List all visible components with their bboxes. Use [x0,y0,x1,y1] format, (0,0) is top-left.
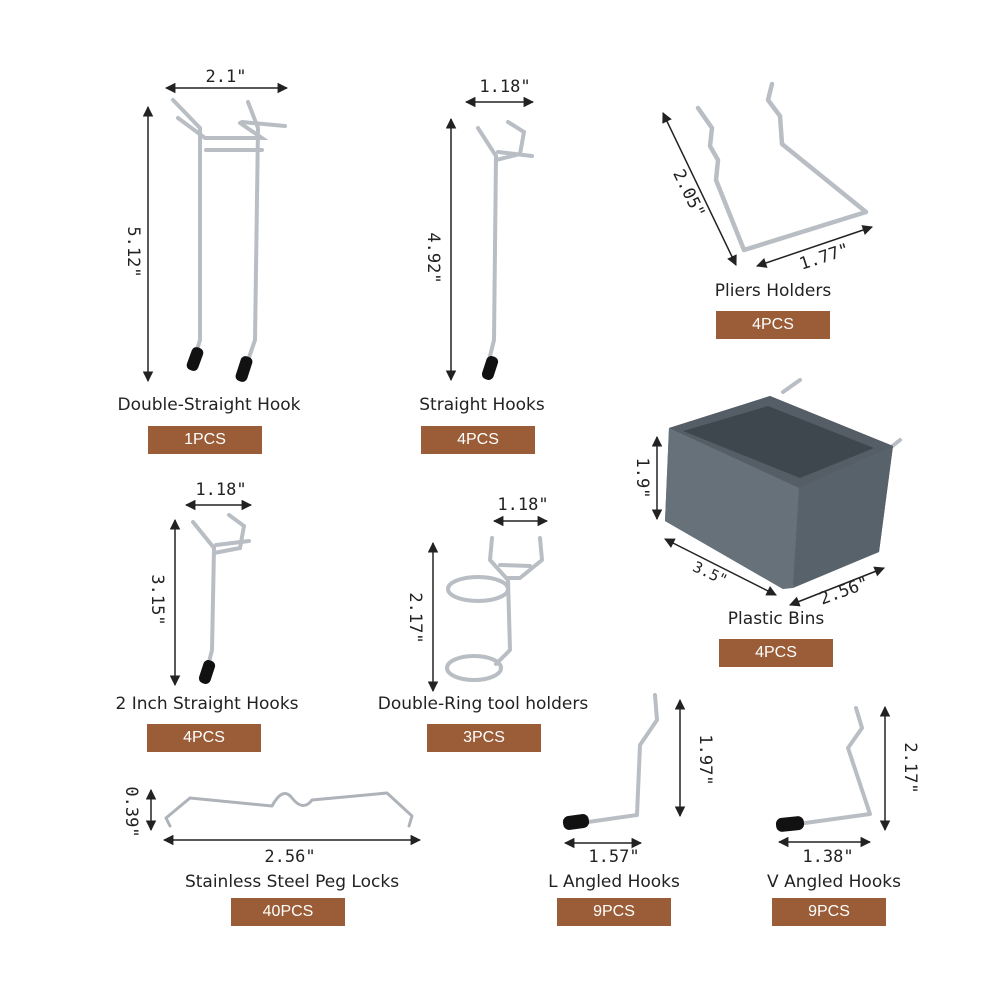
double-hook-width-label: 2.1" [206,67,247,87]
product-name-double-straight-hook: Double-Straight Hook [117,395,301,415]
v-angled-hook-tip [775,816,805,832]
ring-holder-width-label: 1.18" [497,495,548,515]
qty-badge-double-straight-hook: 1PCS [148,426,262,454]
straight-hook-height-label: 4.92" [423,232,443,283]
pliers-holder-height-arrow [662,112,737,266]
product-name-two-inch-hooks: 2 Inch Straight Hooks [115,694,299,714]
v-hook-height-label: 2.17" [900,742,920,793]
product-name-peg-locks: Stainless Steel Peg Locks [184,872,400,892]
qty-badge-straight-hooks: 4PCS [421,426,535,454]
v-hook-width-label: 1.38" [802,847,853,867]
qty-badge-v-angled-hooks: 9PCS [772,898,886,926]
qty-badge-peg-locks: 40PCS [231,898,345,926]
ring-holder-height-label: 2.17" [405,592,425,643]
l-angled-hook-tip [562,814,590,830]
product-name-l-angled-hooks: L Angled Hooks [548,872,680,892]
qty-badge-two-inch-hooks: 4PCS [147,724,261,752]
qty-badge-plastic-bins: 4PCS [719,639,833,667]
qty-badge-pliers-holders: 4PCS [716,311,830,339]
straight-hook-width-label: 1.18" [479,77,530,97]
double-straight-hook-tips [186,347,253,382]
two-inch-hook-height-label: 3.15" [147,574,167,625]
product-name-straight-hooks: Straight Hooks [419,395,545,415]
double-ring-holder-image [445,536,544,682]
l-hook-width-label: 1.57" [588,847,639,867]
pliers-holder-width-label: 1.77" [797,240,852,275]
v-angled-hook-image [803,706,872,825]
l-angled-hook-image [586,693,659,824]
bin-depth-arrow [789,566,885,607]
product-name-plastic-bins: Plastic Bins [727,609,825,629]
double-hook-height-label: 5.12" [123,226,143,277]
two-inch-hook-width-label: 1.18" [195,480,246,500]
peg-lock-image [164,791,414,828]
straight-hook-tip [481,356,499,380]
two-inch-hook-image [191,513,251,672]
product-name-v-angled-hooks: V Angled Hooks [767,872,901,892]
bin-height-label: 1.9" [632,458,652,499]
qty-badge-l-angled-hooks: 9PCS [557,898,671,926]
straight-hook-image [476,120,534,362]
peg-lock-height-label: 0.39" [121,786,141,837]
plastic-bin-image [665,378,902,589]
two-inch-hook-tip [198,660,216,684]
bin-length-arrow [664,538,777,596]
qty-badge-double-ring-holders: 3PCS [427,724,541,752]
product-name-pliers-holders: Pliers Holders [714,281,832,301]
pliers-holder-width-arrow [756,225,873,268]
product-name-double-ring-holders: Double-Ring tool holders [377,694,589,714]
peg-lock-width-label: 2.56" [264,847,315,867]
l-hook-height-label: 1.97" [695,734,715,785]
bin-depth-label: 2.56" [817,573,872,609]
double-straight-hook-image [171,98,287,368]
pliers-holder-image [695,81,869,253]
